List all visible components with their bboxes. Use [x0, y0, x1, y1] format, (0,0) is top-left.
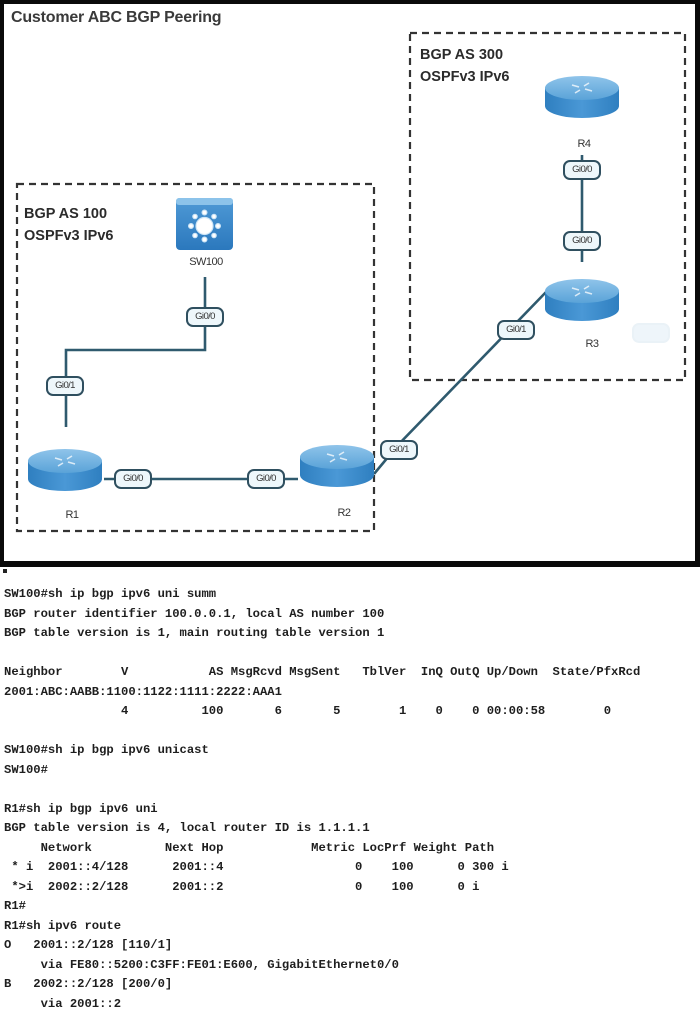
router-r3[interactable] — [545, 279, 619, 321]
cli-line: R1#sh ip bgp ipv6 uni — [4, 800, 640, 820]
sw100-label: SW100 — [189, 256, 223, 268]
link-sw100-r1 — [66, 277, 205, 427]
cli-line: via 2001::2 — [4, 995, 640, 1014]
cli-line: BGP table version is 4, local router ID … — [4, 819, 640, 839]
cli-line: * i 2001::4/128 2001::4 0 100 0 300 i — [4, 858, 640, 878]
cli-line: 4 100 6 5 1 0 0 00:00:58 0 — [4, 702, 640, 722]
cli-line — [4, 644, 640, 664]
r1-gi00-port[interactable]: Gi0/0 — [114, 469, 152, 489]
r2-label: R2 — [337, 507, 350, 519]
cli-line: SW100#sh ip bgp ipv6 unicast — [4, 741, 640, 761]
cli-line: BGP router identifier 100.0.0.1, local A… — [4, 605, 640, 625]
r1-gi01-port[interactable]: Gi0/1 — [46, 376, 84, 396]
zone-as100-label: BGP AS 100 OSPFv3 IPv6 — [24, 203, 113, 247]
switch-sw100[interactable] — [176, 198, 233, 250]
r4-gi00-port[interactable]: Gi0/0 — [563, 160, 601, 180]
cli-line: O 2001::2/128 [110/1] — [4, 936, 640, 956]
layer3-switch-icon — [189, 210, 221, 242]
cli-line: Network Next Hop Metric LocPrf Weight Pa… — [4, 839, 640, 859]
router-r4[interactable] — [545, 76, 619, 118]
r3-gi00-port[interactable]: Gi0/0 — [563, 231, 601, 251]
r3-faded-port: Gi0/2 — [632, 323, 670, 343]
cli-line: R1#sh ipv6 route — [4, 917, 640, 937]
diagram-title: Customer ABC BGP Peering — [11, 9, 221, 27]
cli-line: 2001:ABC:AABB:1100:1122:1111:2222:AAA1 — [4, 683, 640, 703]
zone-as300-bgp: BGP AS 300 — [420, 44, 509, 66]
cli-line: SW100#sh ip bgp ipv6 uni summ — [4, 585, 640, 605]
zone-as300-igp: OSPFv3 IPv6 — [420, 66, 509, 88]
r2-gi01-port[interactable]: Gi0/1 — [380, 440, 418, 460]
zone-as100-igp: OSPFv3 IPv6 — [24, 225, 113, 247]
router-r2[interactable] — [300, 445, 374, 487]
cli-line: *>i 2002::2/128 2001::2 0 100 0 i — [4, 878, 640, 898]
sw100-gi00-port[interactable]: Gi0/0 — [186, 307, 224, 327]
cli-line: SW100# — [4, 761, 640, 781]
cli-line — [4, 722, 640, 742]
cli-line — [4, 780, 640, 800]
cli-line: Neighbor V AS MsgRcvd MsgSent TblVer InQ… — [4, 663, 640, 683]
zone-as100-bgp: BGP AS 100 — [24, 203, 113, 225]
zone-as300-label: BGP AS 300 OSPFv3 IPv6 — [420, 44, 509, 88]
r4-label: R4 — [577, 138, 590, 150]
marker-dot — [3, 569, 7, 573]
cli-line: B 2002::2/128 [200/0] — [4, 975, 640, 995]
cli-line: R1# — [4, 897, 640, 917]
cli-line: BGP table version is 1, main routing tab… — [4, 624, 640, 644]
r2-gi00-port[interactable]: Gi0/0 — [247, 469, 285, 489]
r1-label: R1 — [65, 509, 78, 521]
router-r1[interactable] — [28, 449, 102, 491]
r3-label: R3 — [585, 338, 598, 350]
topology-diagram — [0, 0, 700, 567]
r3-gi01-port[interactable]: Gi0/1 — [497, 320, 535, 340]
cli-line: via FE80::5200:C3FF:FE01:E600, GigabitEt… — [4, 956, 640, 976]
